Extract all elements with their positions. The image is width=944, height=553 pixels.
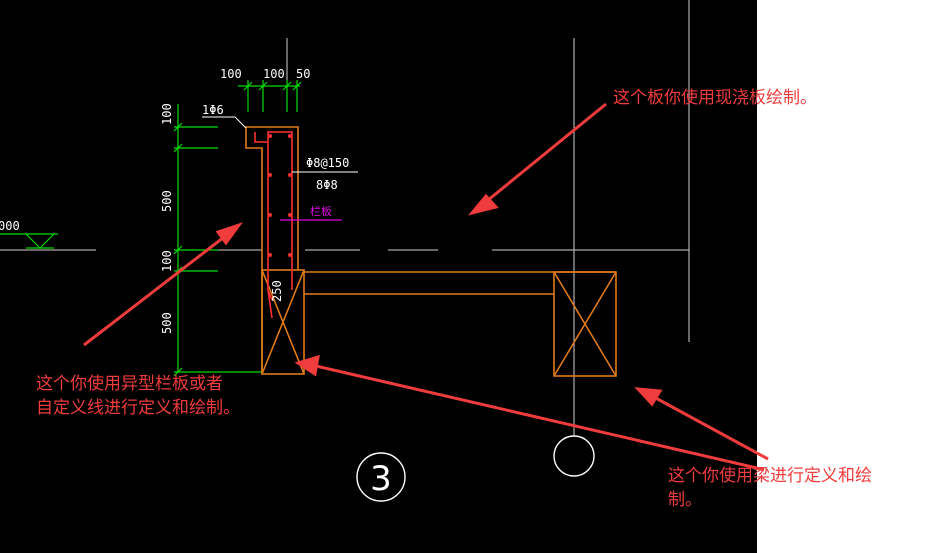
grid-lines xyxy=(0,0,690,436)
arrow-beam-right-shaft xyxy=(651,394,757,455)
left-dim-1: 100 xyxy=(160,103,174,125)
axis-bubble-blank xyxy=(553,435,595,477)
parapet-outline[interactable] xyxy=(245,126,305,375)
arrow-parapet-shaft xyxy=(83,232,229,347)
axis-bubble-3 xyxy=(356,452,406,502)
magenta-label: 栏板 xyxy=(310,204,332,218)
note-slab-text: 这个板你使用现浇板绘制。 xyxy=(613,88,817,108)
axis-label-3: 3 xyxy=(370,459,392,499)
rebar-label-longitudinal: 8Φ8 xyxy=(316,178,338,192)
arrow-beam-left-head xyxy=(294,354,320,377)
annotation-arrows xyxy=(83,102,757,470)
dim-250: 250 xyxy=(270,280,284,302)
cad-drawing-canvas[interactable]: 000 100 100 50 xyxy=(0,0,757,553)
left-dim-4: 500 xyxy=(160,312,174,334)
arrow-slab-head xyxy=(467,193,499,216)
rebar-label-stirrup: Φ8@150 xyxy=(306,156,349,170)
arrow-beam-left-shaft xyxy=(315,364,757,470)
rebar-label-top: 1Φ6 xyxy=(202,103,224,117)
note-parapet-line2: 自定义线进行定义和绘制。 xyxy=(36,398,240,418)
rebar-dots xyxy=(268,134,292,257)
top-dim-2: 100 xyxy=(263,67,285,81)
note-parapet: 这个你使用异型栏板或者 自定义线进行定义和绘制。 xyxy=(36,372,240,420)
parapet-rebar xyxy=(254,131,293,319)
elevation-symbol: 000 xyxy=(0,219,58,249)
top-dim-1: 100 xyxy=(220,67,242,81)
note-parapet-line1: 这个你使用异型栏板或者 xyxy=(36,374,223,394)
arrow-slab-shaft xyxy=(481,102,607,207)
left-dim-3: 100 xyxy=(160,250,174,272)
rebar-leaders xyxy=(202,116,358,173)
note-beam-line2: 制。 xyxy=(668,490,702,510)
arrow-parapet-head xyxy=(215,222,243,246)
top-dim-3: 50 xyxy=(296,67,310,81)
note-slab: 这个板你使用现浇板绘制。 xyxy=(613,86,817,110)
note-beam: 这个你使用梁进行定义和绘 制。 xyxy=(668,464,872,512)
elevation-value: 000 xyxy=(0,219,20,233)
beam-outline[interactable] xyxy=(304,271,617,377)
canvas-background xyxy=(0,0,757,553)
top-dimension-chain xyxy=(238,80,302,112)
note-beam-line1: 这个你使用梁进行定义和绘 xyxy=(668,466,872,486)
arrow-beam-right-head xyxy=(634,387,663,407)
left-dim-2: 500 xyxy=(160,190,174,212)
